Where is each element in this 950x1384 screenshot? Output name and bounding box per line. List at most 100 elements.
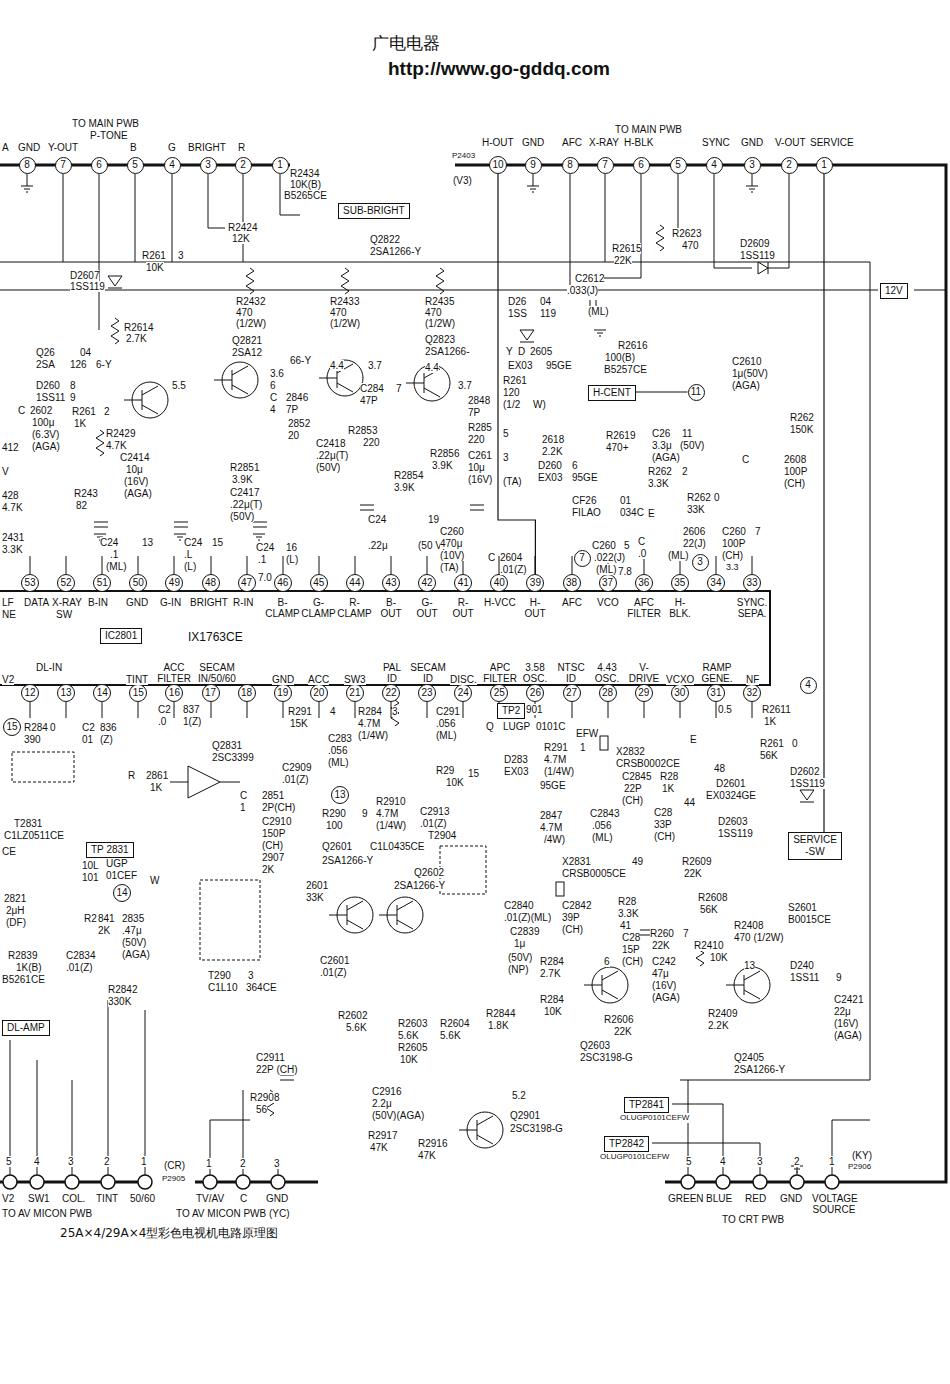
label-text: R2435: [425, 296, 454, 307]
transistor-symbol: [222, 362, 258, 398]
label-text: 2SA: [36, 359, 55, 370]
label-text: VOLTAGE SOURCE: [812, 1193, 856, 1215]
label-text: (AGA): [732, 380, 760, 391]
label-text: 4.7K: [2, 502, 23, 513]
pin-circle: 47: [238, 574, 256, 592]
label-text: C24: [100, 537, 118, 548]
pin-circle: 16: [165, 684, 183, 702]
label-text: R262: [687, 492, 711, 503]
connector-pin: [681, 1175, 695, 1189]
pin-circle: 15: [129, 684, 147, 702]
label-text: 2: [794, 1156, 800, 1167]
ic-pin-stubs: [30, 702, 752, 718]
label-text: 2604: [500, 552, 522, 563]
label-text: (16V): [652, 980, 676, 991]
label-text: 7P: [286, 404, 298, 415]
label-text: 5.6K: [398, 1030, 419, 1041]
label-text: 0: [792, 738, 798, 749]
label-text: .0: [158, 716, 166, 727]
node-text: 41: [458, 577, 469, 589]
label-text: 3: [392, 706, 398, 717]
label-text: R290: [322, 808, 346, 819]
label-text: C: [240, 1193, 247, 1204]
label-text: 2: [104, 1156, 110, 1167]
label-text: .01(Z): [420, 818, 447, 829]
label-text: Q2603: [580, 1040, 610, 1051]
label-text: R28: [618, 896, 636, 907]
label-text: P2906: [848, 1162, 871, 1172]
label-text: S2601: [788, 902, 817, 913]
label-text: 3.3K: [618, 908, 639, 919]
label-text: D2601: [716, 778, 745, 789]
label-text: R284: [24, 722, 48, 733]
label-text: 3: [274, 1158, 280, 1169]
label-text: 19: [428, 514, 439, 525]
label-text: C2910: [262, 816, 291, 827]
label-text: 4.7M: [544, 754, 566, 765]
label-box: H-CENT: [588, 385, 636, 401]
label-text: 47K: [370, 1142, 388, 1153]
label-text: TINT: [96, 1193, 118, 1204]
label-text: .056: [328, 745, 347, 756]
label-box: TP2841: [624, 1097, 669, 1113]
pin-circle: 37: [599, 574, 617, 592]
pin-circle: 15: [3, 718, 21, 736]
label-text: 2SA1266-: [425, 346, 469, 357]
label-text: R2623: [672, 228, 701, 239]
pin-circle: 7: [574, 550, 591, 567]
pin-circle: 39: [526, 574, 544, 592]
transistor-symbol: [132, 382, 168, 418]
label-text: DATA: [24, 597, 49, 608]
label-text: 4.4: [330, 360, 344, 371]
label-text: T2831: [14, 818, 42, 829]
pin-circle: 6: [633, 157, 650, 174]
label-text: 2835: [122, 913, 144, 924]
label-text: 10μ: [126, 464, 143, 475]
pin-circle: 3: [200, 157, 217, 174]
label-text: 01: [620, 495, 631, 506]
pin-circle: 12: [21, 684, 39, 702]
label-text: 56: [256, 1104, 267, 1115]
label-text: 4.7M: [376, 808, 398, 819]
connector-pins: [3, 1175, 839, 1189]
label-text: (50V): [122, 937, 146, 948]
label-text: .01(Z): [500, 564, 527, 575]
label-text: R243: [74, 488, 98, 499]
node-text: 1: [277, 159, 283, 171]
label-text: 82: [76, 500, 87, 511]
label-text: 2: [682, 466, 688, 477]
label-text: 2K: [262, 864, 274, 875]
label-text: C2840: [504, 900, 533, 911]
pin-circle: 27: [563, 684, 581, 702]
label-text: R2853: [348, 425, 377, 436]
node-text: 22: [385, 687, 396, 699]
label-text: NE: [2, 609, 16, 620]
node-text: 12: [24, 687, 35, 699]
label-text: C24: [256, 542, 274, 553]
label-text: 11: [682, 428, 692, 439]
label-text: 66-Y: [290, 355, 311, 366]
pin-circle: 5: [670, 157, 687, 174]
label-text: 2608: [784, 454, 806, 465]
label-text: R2432: [236, 296, 265, 307]
node-text: 1: [821, 159, 827, 171]
label-text: (50V): [508, 952, 532, 963]
label-text: GND: [741, 137, 763, 148]
transformer-symbol: [200, 880, 260, 960]
node-text: 3: [697, 556, 703, 568]
label-text: 7: [755, 526, 761, 537]
node-text: 25: [494, 687, 505, 699]
label-text: ACC: [308, 674, 329, 685]
label-text: 3.9K: [432, 460, 453, 471]
label-text: V-OUT: [775, 137, 806, 148]
node-text: 28: [602, 687, 613, 699]
label-text: 3: [248, 970, 254, 981]
connector-pin: [3, 1175, 17, 1189]
label-text: (1/2: [503, 399, 520, 410]
label-text: APC FILTER: [482, 662, 518, 684]
label-text: OLUGP0101CEFW: [600, 1152, 669, 1162]
label-text: 10K: [446, 777, 464, 788]
label-text: 2SA1266-Y: [734, 1064, 785, 1075]
label-text: V2: [2, 674, 14, 685]
label-text: (Z): [100, 734, 113, 745]
